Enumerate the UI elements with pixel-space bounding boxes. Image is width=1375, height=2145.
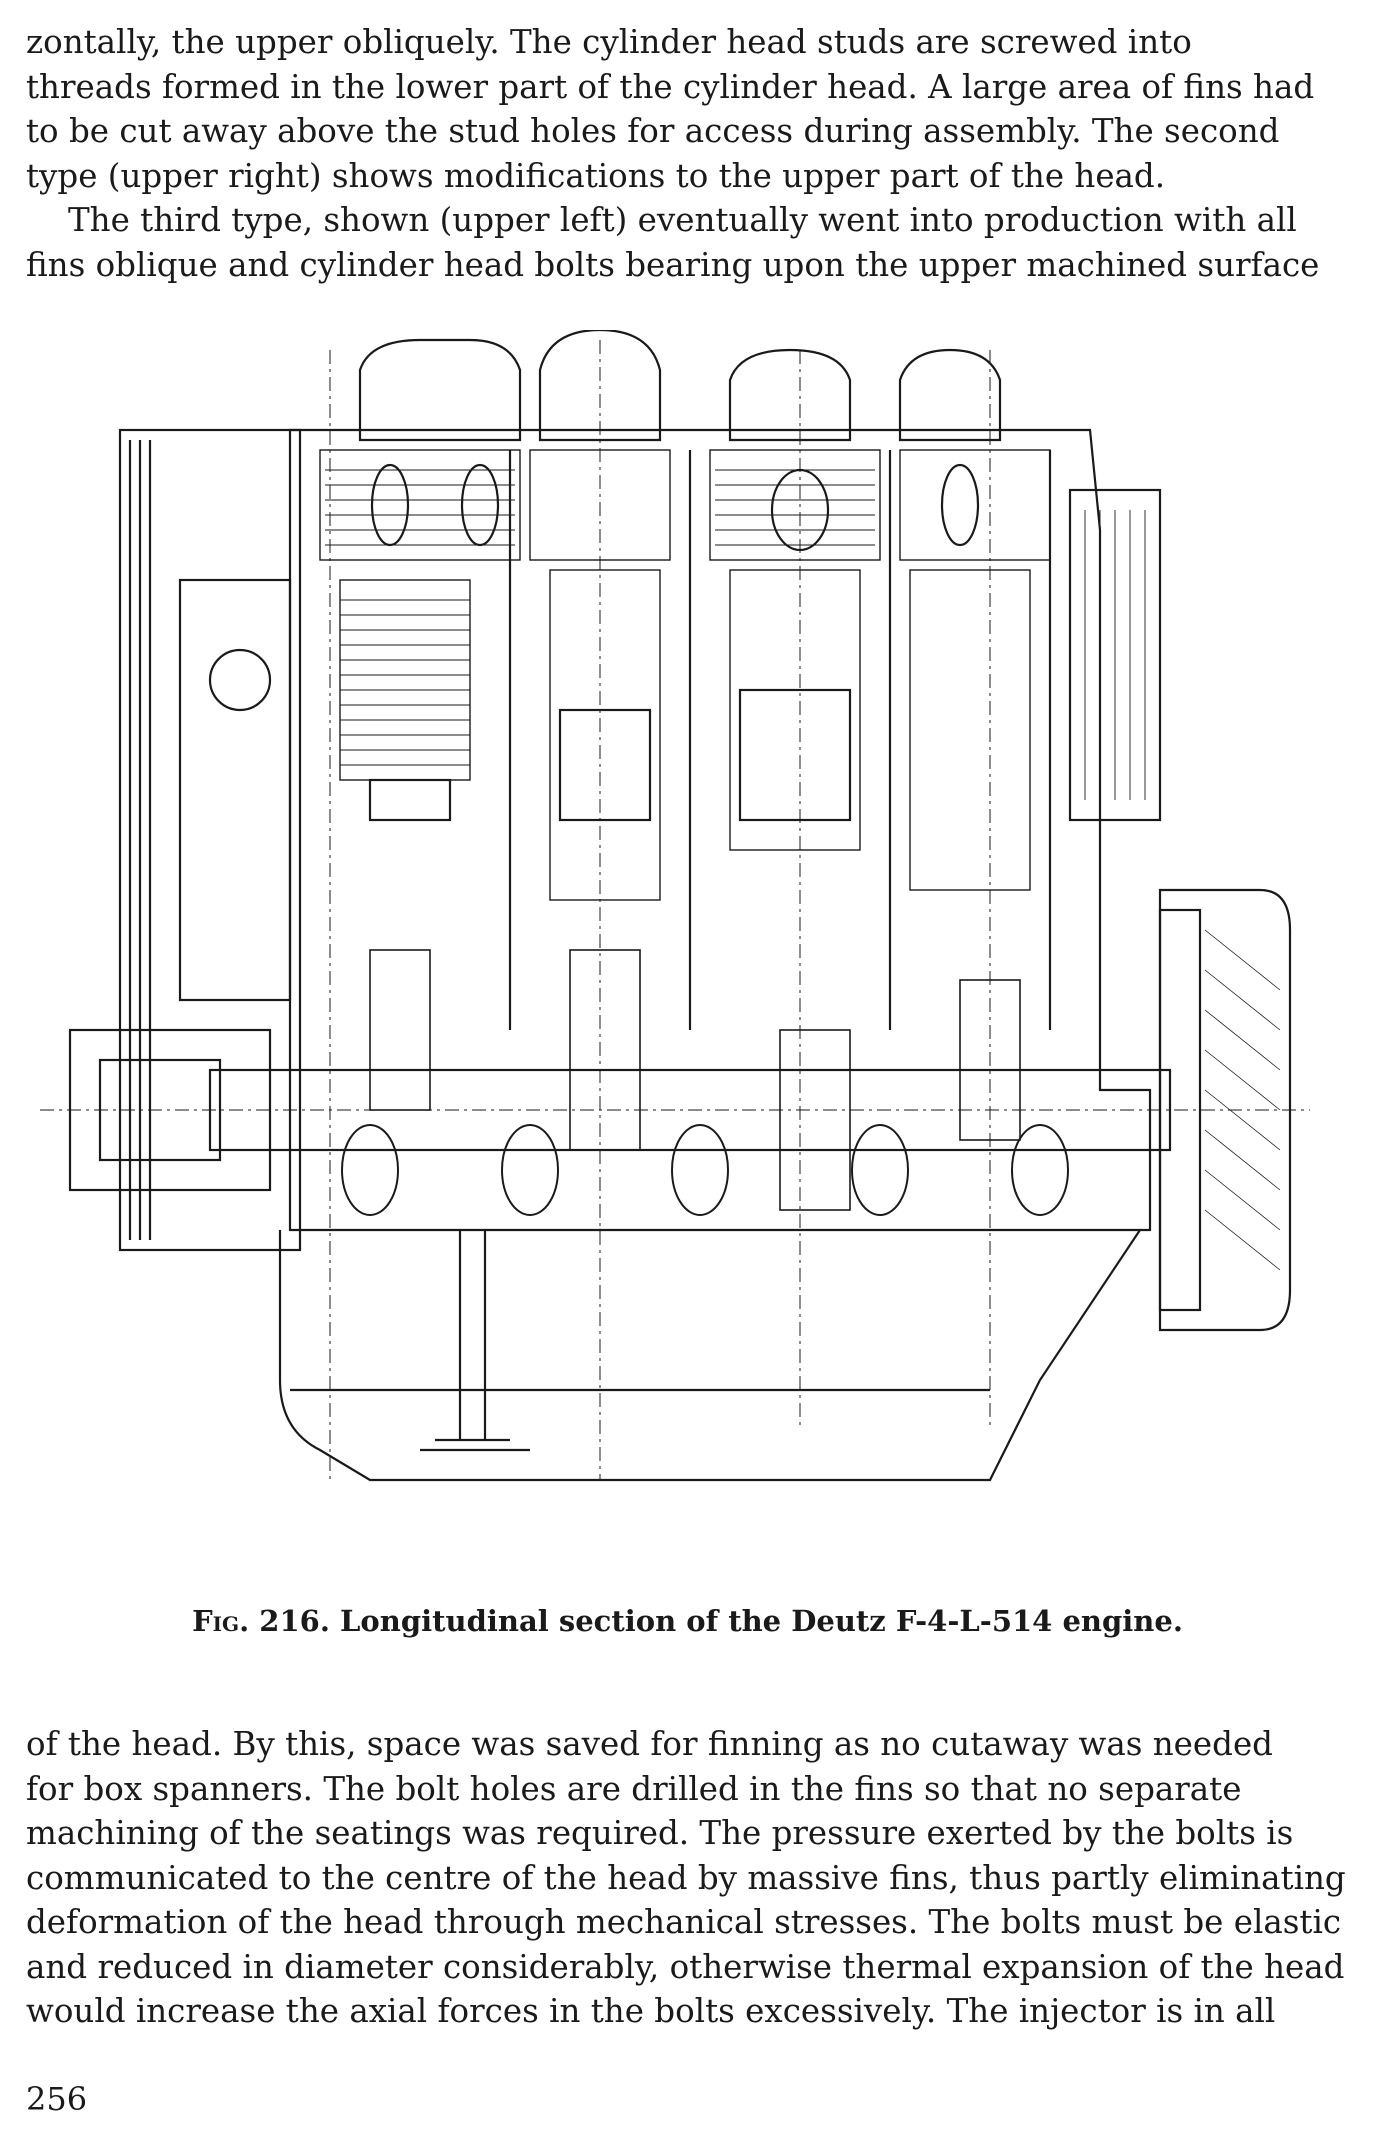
figure-caption: Fig. 216. Longitudinal section of the De… <box>0 1604 1375 1638</box>
engine-section-drawing <box>40 330 1310 1580</box>
page-number: 256 <box>26 2080 88 2118</box>
paragraph-bottom: of the head. By this, space was saved fo… <box>26 1722 1346 2034</box>
text-line: type (upper right) shows modifications t… <box>26 156 1166 195</box>
text-line: deformation of the head through mechanic… <box>26 1903 1342 1941</box>
text-line: for box spanners. The bolt holes are dri… <box>26 1769 1242 1808</box>
text-line: to be cut away above the stud holes for … <box>26 112 1280 150</box>
text-line: machining of the seatings was required. … <box>26 1814 1294 1852</box>
text-line: The third type, shown (upper left) event… <box>68 201 1297 239</box>
text-line: would increase the axial forces in the b… <box>26 1992 1276 2030</box>
text-line: fins oblique and cylinder head bolts bea… <box>26 245 1320 284</box>
text-line: of the head. By this, space was saved fo… <box>26 1725 1273 1763</box>
text-line: threads formed in the lower part of the … <box>26 67 1315 106</box>
text-line: and reduced in diameter considerably, ot… <box>26 1947 1345 1986</box>
text-line: communicated to the centre of the head b… <box>26 1858 1346 1897</box>
figure-caption-text: Longitudinal section of the Deutz F-4-L-… <box>340 1604 1183 1638</box>
figure-label: Fig. 216. <box>192 1604 330 1638</box>
paragraph-top: zontally, the upper obliquely. The cylin… <box>26 20 1336 287</box>
text-line: zontally, the upper obliquely. The cylin… <box>26 23 1192 61</box>
